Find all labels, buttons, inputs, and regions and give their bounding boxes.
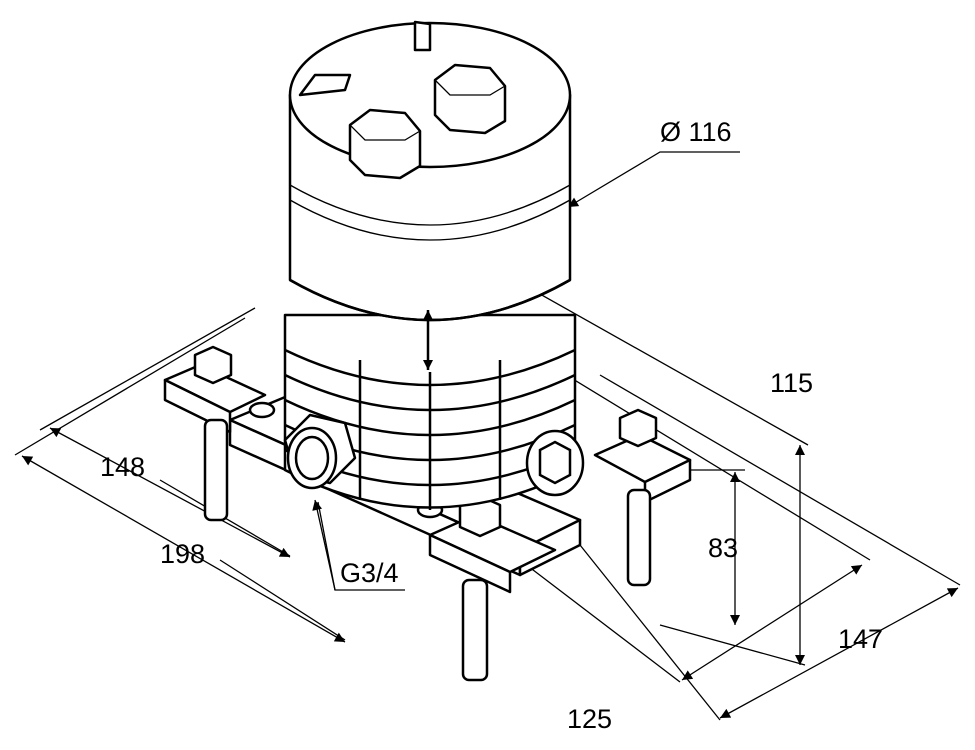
hex-screws — [298, 63, 507, 180]
arrow-icon — [298, 73, 352, 97]
dim-width-inner: 125 — [567, 704, 612, 734]
dim-depth-outer: 198 — [160, 539, 205, 569]
dim-diameter: Ø 116 — [660, 117, 732, 147]
dim-thread: G3/4 — [340, 558, 399, 588]
stud-front — [461, 578, 489, 682]
dim-height-total: 115 — [770, 368, 813, 398]
outlet-plug — [525, 429, 585, 497]
dim-height-outlet: 83 — [708, 533, 738, 563]
stud-left — [203, 418, 229, 522]
dim-width-outer: 147 — [838, 624, 883, 654]
ribbed-housing — [283, 313, 577, 510]
inlet-port — [283, 413, 357, 490]
stud-right — [626, 488, 652, 587]
dim-depth-inner: 148 — [100, 452, 145, 482]
nuts — [193, 345, 658, 538]
